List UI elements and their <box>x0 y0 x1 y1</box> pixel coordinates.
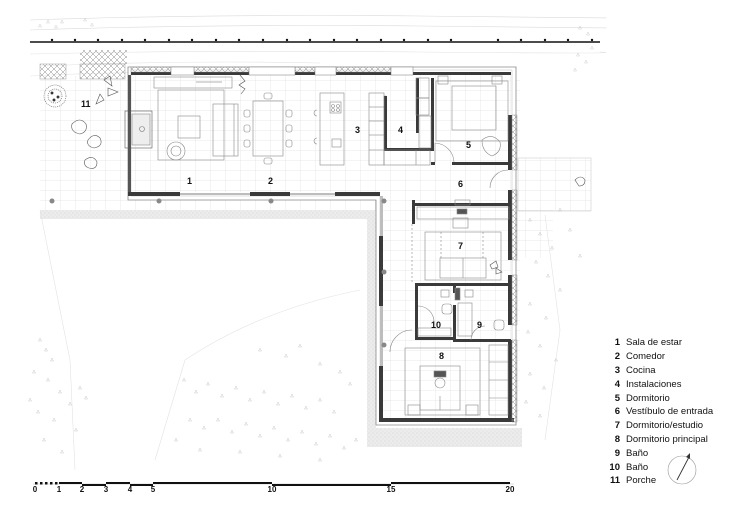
legend-item: 1 Sala de estar <box>606 336 713 350</box>
scale-tick-5: 5 <box>150 485 156 494</box>
furniture <box>124 75 510 416</box>
house-walls <box>127 66 518 426</box>
scale-bar <box>33 482 514 486</box>
room-label-1: 1 <box>187 176 192 186</box>
legend-label: Vestíbulo de entrada <box>626 406 714 418</box>
scale-tick-1: 1 <box>56 485 62 494</box>
legend-num: 9 <box>614 447 620 459</box>
room-label-9: 9 <box>477 320 482 330</box>
legend-label: Instalaciones <box>626 378 682 390</box>
room-label-6: 6 <box>458 179 463 189</box>
scale-tick-15: 15 <box>386 485 396 494</box>
room-label-2: 2 <box>268 176 273 186</box>
room-label-7: 7 <box>458 241 463 251</box>
room-labels: 1 2 3 4 5 6 7 8 9 10 11 <box>81 99 482 361</box>
north-arrow <box>667 453 697 485</box>
scale-tick-3: 3 <box>103 485 109 494</box>
room-label-10: 10 <box>431 320 441 330</box>
legend-num: 3 <box>614 364 620 376</box>
room-label-11: 11 <box>81 99 91 109</box>
legend-num: 8 <box>614 433 620 445</box>
scale-tick-20: 20 <box>505 485 515 494</box>
legend-num: 10 <box>609 461 620 473</box>
legend-num: 1 <box>614 337 620 349</box>
legend-num: 5 <box>614 392 620 404</box>
legend-item: 4 Instalaciones <box>606 377 713 391</box>
scale-tick-10: 10 <box>267 485 277 494</box>
interior-walls <box>383 78 511 342</box>
legend-item: 6 Vestíbulo de entrada <box>606 405 713 419</box>
room-label-5: 5 <box>466 140 471 150</box>
room-label-3: 3 <box>355 125 360 135</box>
legend-item: 9 Baño <box>606 446 713 460</box>
room-label-8: 8 <box>439 351 444 361</box>
scale-tick-0: 0 <box>32 485 38 494</box>
legend-num: 11 <box>609 475 620 487</box>
scale-tick-4: 4 <box>127 485 133 494</box>
legend-item: 2 Comedor <box>606 350 713 364</box>
legend-item: 3 Cocina <box>606 364 713 378</box>
legend-label: Dormitorio <box>626 392 670 404</box>
legend-item: 11 Porche <box>606 474 713 488</box>
legend-label: Cocina <box>626 364 656 376</box>
legend-label: Sala de estar <box>626 337 682 349</box>
legend-num: 7 <box>614 420 620 432</box>
legend-num: 6 <box>614 406 620 418</box>
legend-item: 7 Dormitorio/estudio <box>606 419 713 433</box>
legend-label: Baño <box>626 461 649 473</box>
scale-tick-2: 2 <box>79 485 85 494</box>
columns <box>49 198 387 348</box>
legend-num: 2 <box>614 351 620 363</box>
legend-label: Comedor <box>626 351 666 363</box>
legend-item: 5 Dormitorio <box>606 391 713 405</box>
legend-item: 8 Dormitorio principal <box>606 433 713 447</box>
vegetation <box>28 207 582 471</box>
room-label-4: 4 <box>398 125 403 135</box>
room-legend: 1 Sala de estar 2 Comedor 3 Cocina 4 Instala… <box>606 336 713 488</box>
plants <box>43 74 586 275</box>
legend-num: 4 <box>614 378 620 390</box>
legend-label: Dormitorio principal <box>626 433 708 445</box>
legend-label: Baño <box>626 447 649 459</box>
legend-label: Dormitorio/estudio <box>626 420 704 432</box>
legend-item: 10 Baño <box>606 460 713 474</box>
legend-label: Porche <box>626 475 657 487</box>
stone-planter <box>39 50 127 80</box>
scale-bar-labels: 0 1 2 3 4 5 10 15 20 <box>0 485 750 499</box>
